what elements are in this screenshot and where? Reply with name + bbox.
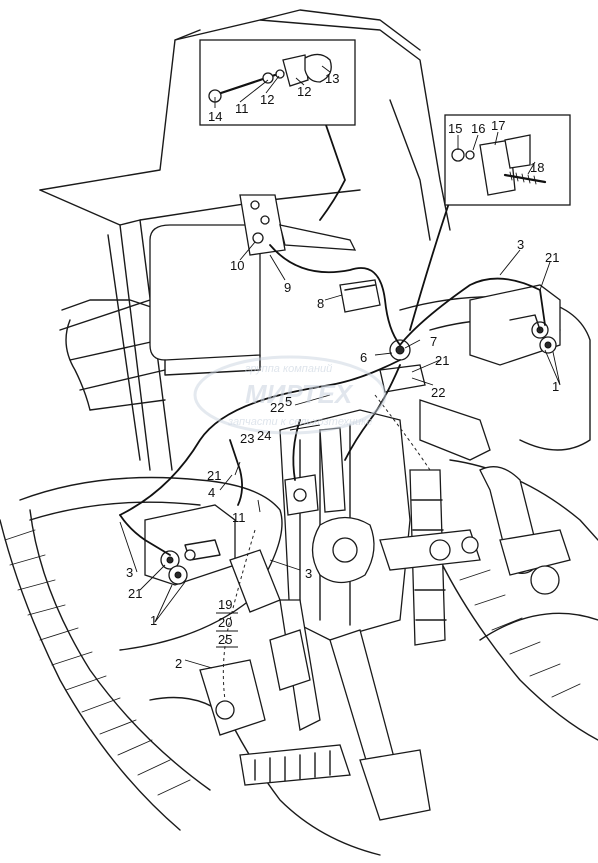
watermark-line-1: группа компаний xyxy=(245,363,332,375)
leader-lines xyxy=(119,65,561,669)
callout-21b: 21 xyxy=(435,353,449,368)
watermark-line-2: МИРТЕХ xyxy=(245,379,354,409)
callout-3b: 3 xyxy=(126,565,133,580)
callout-17: 17 xyxy=(491,118,505,133)
callout-8: 8 xyxy=(317,296,324,311)
callout-11b: 11 xyxy=(232,510,246,525)
detail-inset-bolt-assembly xyxy=(199,39,356,126)
watermark: группа компаний МИРТЕХ запчасти к сельхо… xyxy=(193,355,387,435)
lower-links xyxy=(199,549,431,821)
callout-24: 24 xyxy=(257,428,271,443)
callout-15: 15 xyxy=(448,121,462,136)
detail-inset-lamp-mount xyxy=(444,114,571,206)
callout-12: 12 xyxy=(260,92,274,107)
wiring-harness xyxy=(119,49,546,701)
callout-21: 21 xyxy=(545,250,559,265)
callout-7: 7 xyxy=(430,334,437,349)
callout-5: 5 xyxy=(285,394,292,409)
callout-9: 9 xyxy=(284,280,291,295)
callout-1b: 1 xyxy=(150,613,157,628)
callout-23: 23 xyxy=(240,431,254,446)
callout-13: 13 xyxy=(325,71,339,86)
callout-20: 20 xyxy=(218,615,232,630)
right-rear-tyre xyxy=(439,459,598,741)
callout-3c: 3 xyxy=(305,566,312,581)
callout-25: 25 xyxy=(218,632,232,647)
callout-3: 3 xyxy=(517,237,524,252)
rear-axle-housing xyxy=(279,399,571,646)
callout-22: 22 xyxy=(431,385,445,400)
left-rear-tyre xyxy=(0,509,381,856)
callout-14: 14 xyxy=(208,109,222,124)
callout-11: 11 xyxy=(235,101,249,116)
callout-21c: 21 xyxy=(207,468,221,483)
callout-21d: 21 xyxy=(128,586,142,601)
junction-box xyxy=(339,279,381,313)
left-lamp-assembly xyxy=(160,539,221,585)
cab-rear-bracket xyxy=(239,194,357,256)
callout-16: 16 xyxy=(471,121,485,136)
callout-22b: 22 xyxy=(270,400,284,415)
right-fender xyxy=(399,284,591,451)
callout-18: 18 xyxy=(530,160,544,175)
right-lamp-assembly xyxy=(509,314,557,354)
callout-6: 6 xyxy=(360,350,367,365)
socket-block xyxy=(284,427,346,516)
callout-1: 1 xyxy=(552,379,559,394)
callout-12b: 12 xyxy=(297,84,311,99)
callout-2: 2 xyxy=(175,656,182,671)
callout-numbers: 14 11 12 12 13 15 16 17 18 10 9 8 3 21 1… xyxy=(126,71,559,671)
callout-10: 10 xyxy=(230,258,244,273)
callout-4: 4 xyxy=(208,485,215,500)
callout-19: 19 xyxy=(218,597,232,612)
watermark-line-3: запчасти к сельхозтехнике xyxy=(227,416,372,428)
